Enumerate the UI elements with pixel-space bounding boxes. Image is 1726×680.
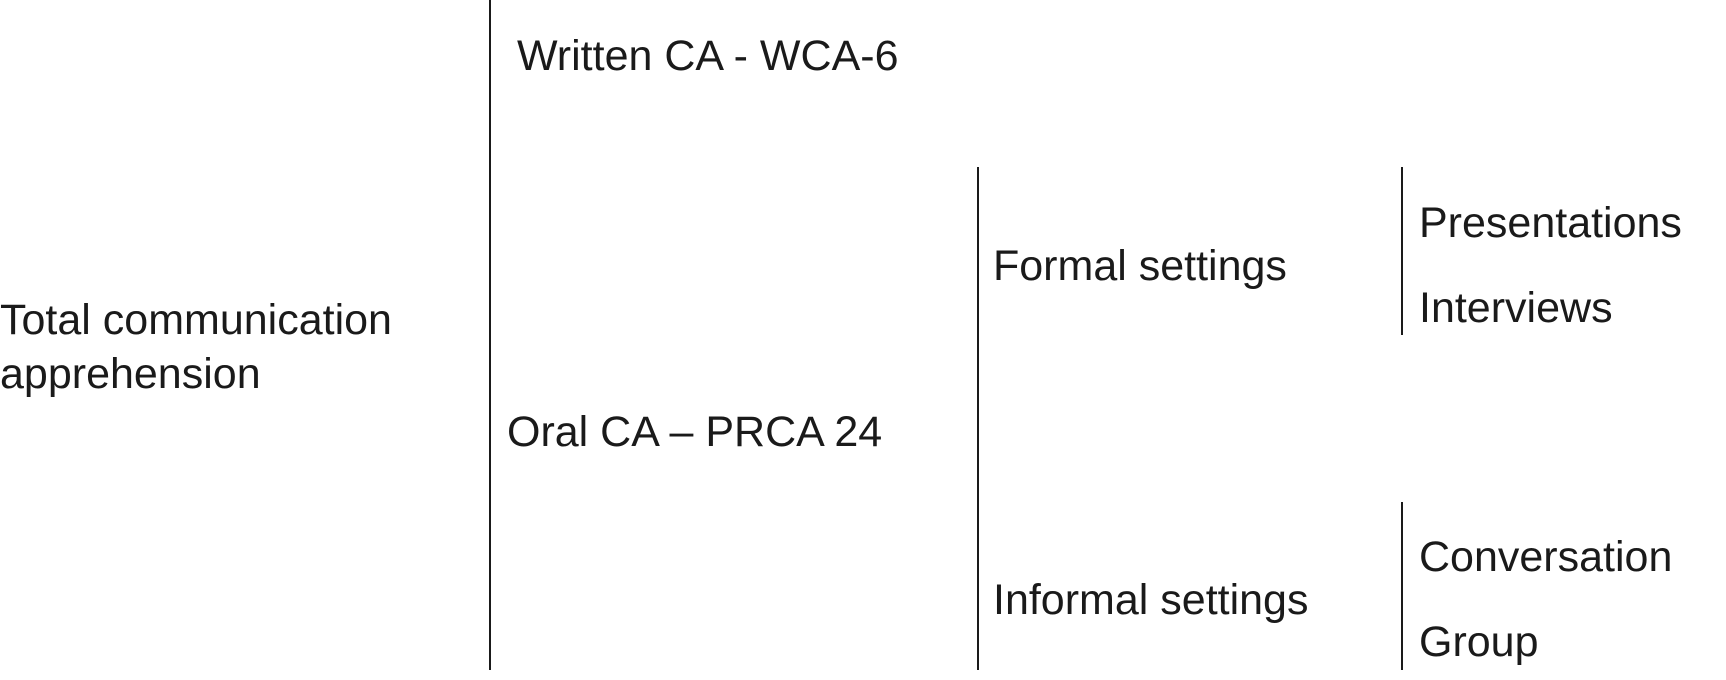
formal-item-presentations: Presentations (1419, 199, 1682, 247)
informal-bracket-line (1401, 502, 1403, 670)
root-bracket-line (489, 0, 491, 670)
written-ca-label: Written CA - WCA-6 (517, 32, 899, 80)
informal-item-group: Group (1419, 618, 1539, 666)
root-label-line-2: apprehension (0, 350, 261, 398)
oral-bracket-line (977, 167, 979, 670)
root-label-line-1: Total communication (0, 296, 392, 344)
oral-ca-label: Oral CA – PRCA 24 (507, 408, 883, 456)
informal-settings-label: Informal settings (993, 576, 1309, 624)
formal-bracket-line (1401, 167, 1403, 335)
formal-settings-label: Formal settings (993, 242, 1287, 290)
formal-item-interviews: Interviews (1419, 284, 1613, 332)
informal-item-conversation: Conversation (1419, 533, 1673, 581)
